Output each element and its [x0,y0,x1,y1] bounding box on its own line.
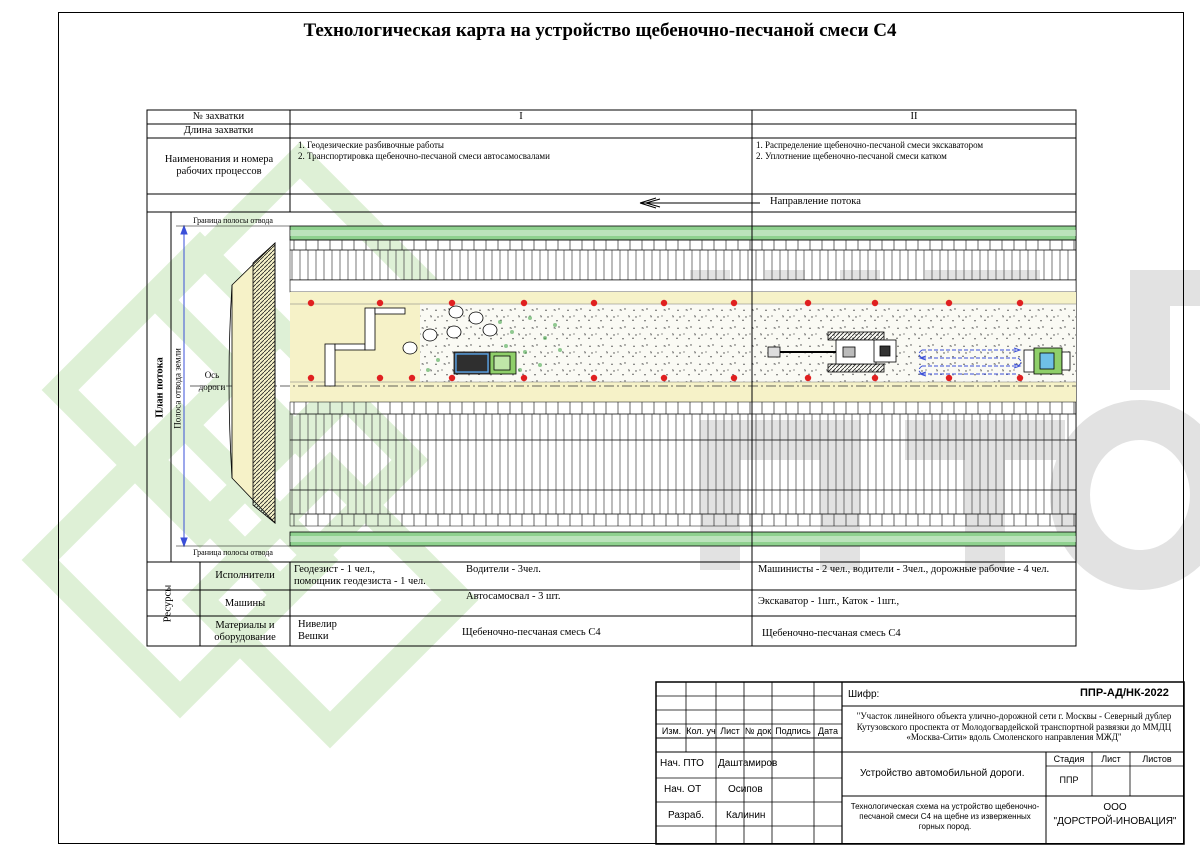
sig-role-3: Разраб. [668,810,705,821]
green-spread-zone [426,316,562,372]
cipher-value: ППР-АД/НК-2022 [1080,687,1169,699]
section-title: Устройство автомобильной дороги. [860,768,1025,779]
col1-workers-a: Геодезист - 1 чел., [294,564,376,575]
company-line-1: ООО [1103,802,1127,813]
resources-label-machines: Машины [224,598,266,609]
header-doc-no: № док [744,726,772,736]
header-list: Лист [720,726,740,736]
sig-name-1: Даштамиров [718,758,778,769]
gravel-piles [402,305,498,355]
bottom-boundary-label: Граница полосы отвода [193,548,273,557]
sheets-label: Листов [1142,754,1172,764]
process-col2-1: 1. Распределение щебеночно-песчаной смес… [756,140,984,150]
flow-direction-label: Направление потока [770,196,861,207]
axis-label-2: дороги [198,382,226,392]
dump-truck-icon [453,351,517,375]
top-boundary-label: Граница полосы отвода [193,216,273,225]
resources-label-materials: Материалы и оборудование [214,620,276,643]
header-izm: Изм. [661,726,682,736]
boundary-lines [176,225,290,547]
compaction-pattern [918,347,1022,377]
title-block-grid [655,681,1185,845]
col1-machines: Автосамосвал - 3 шт. [466,591,561,602]
project-description: "Участок линейного объекта улично-дорожн… [856,711,1172,742]
drawing-title: Технологическая схема на устройство щебе… [850,802,1040,831]
excavator-icon [767,331,897,373]
sig-name-2: Осипов [728,784,763,795]
col1-materials-a: Нивелир [298,619,337,630]
col2-machines: Экскаватор - 1шт., Каток - 1шт., [758,596,900,607]
column-label-2: II [910,111,918,122]
resources-side-label: Ресурсы [162,584,174,623]
row-label-zakhvatka-length: Длина захватки [183,125,254,136]
cipher-label: Шифр: [848,689,880,700]
header-signature: Подпись [775,726,811,736]
col1-materials-c: Щебеночно-песчаная смесь С4 [462,627,601,638]
plan-side-label: План потока [154,357,166,418]
resources-label-workers: Исполнители [215,570,275,581]
embankment-section [228,242,276,524]
page-title: Технологическая карта на устройство щебе… [303,20,897,41]
table-grid [146,109,1077,647]
roller-icon [1023,347,1071,375]
sig-role-2: Нач. ОТ [664,784,702,795]
stage-label: Стадия [1053,754,1085,764]
flow-direction-arrow [639,197,760,209]
process-col1-1: 1. Геодезические разбивочные работы [298,140,444,150]
column-label-1: I [519,111,523,122]
header-kol-uch: Кол. уч [686,726,716,736]
process-col1-2: 2. Транспортировка щебеночно-песчаной см… [298,151,550,161]
col1-materials-b: Вешки [298,631,329,642]
sheet-label: Лист [1101,754,1121,764]
sig-role-1: Нач. ПТО [660,758,704,769]
row-label-zakhvatka-no: № захватки [192,111,245,122]
survey-markers [307,299,1024,382]
col1-workers-c: Водители - 3чел. [466,564,541,575]
strip-label: Полоса отвода земли [172,348,183,429]
col2-workers: Машинисты - 2 чел., водители - 3чел., до… [758,564,1050,575]
stage-value: ППР [1059,775,1079,785]
drawing-frame [58,12,1184,844]
road-plan [190,212,1077,562]
sig-name-3: Калинин [726,810,766,821]
row-label-processes: Наименования и номера рабочих процессов [164,154,274,177]
col2-materials: Щебеночно-песчаная смесь С4 [762,628,901,639]
header-date: Дата [818,726,838,736]
pipe-segments [324,307,406,387]
axis-label-1: Ось [204,370,220,380]
strip-dimension-line [180,224,188,548]
process-col2-2: 2. Уплотнение щебеночно-песчаной смеси к… [756,151,947,161]
company-line-2: "ДОРСТРОЙ-ИНОВАЦИЯ" [1053,816,1177,827]
col1-workers-b: помощник геодезиста - 1 чел. [294,576,426,587]
